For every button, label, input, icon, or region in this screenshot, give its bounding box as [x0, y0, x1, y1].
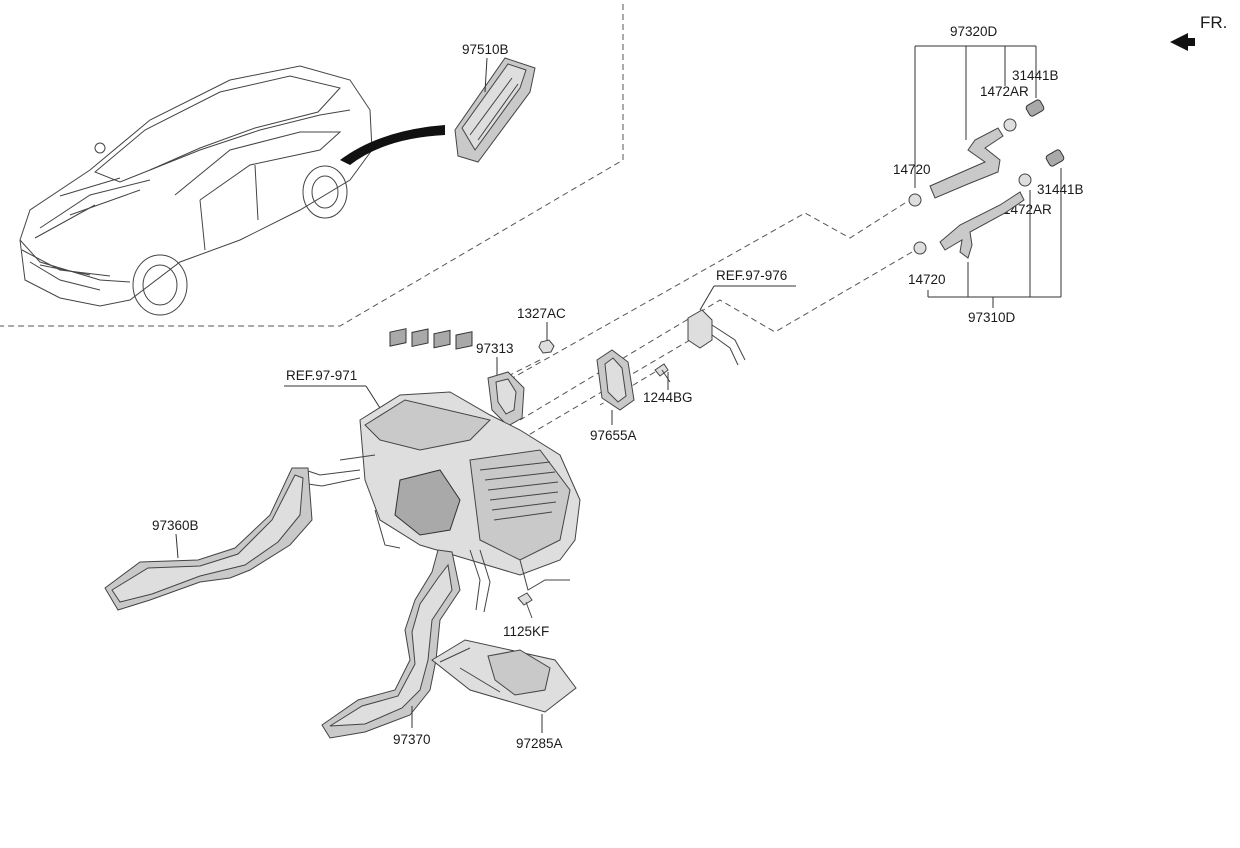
nut-1327AC	[538, 339, 555, 354]
label-97655A: 97655A	[590, 428, 637, 443]
bracket-97310D	[927, 168, 1062, 308]
part-97510B-module	[454, 57, 536, 163]
bolt-1244BG	[654, 363, 671, 383]
leader-97360B	[175, 533, 179, 559]
label-1125KF: 1125KF	[503, 624, 549, 639]
label-97285A: 97285A	[516, 736, 563, 751]
label-1327AC: 1327AC	[517, 306, 566, 321]
ref-97-971-leader	[365, 385, 381, 409]
label-97370: 97370	[393, 732, 431, 747]
fitting-ref-97-976	[687, 309, 746, 366]
duct-97370	[321, 549, 461, 739]
label-ref-97-971: REF.97-971	[286, 368, 357, 383]
front-direction-label: FR.	[1200, 13, 1227, 32]
gasket-97313	[487, 371, 525, 427]
hvac-assembly	[304, 328, 581, 613]
seal-97655A	[596, 349, 635, 411]
label-14720-bottom: 14720	[908, 272, 946, 287]
label-31441B-top: 31441B	[1012, 68, 1059, 83]
duct-97360B	[104, 467, 313, 611]
label-31441B-bottom: 31441B	[1037, 182, 1084, 197]
leader-97510B	[484, 57, 488, 93]
vehicle-inset-frame	[0, 4, 624, 327]
hose-97320D	[908, 99, 1045, 207]
label-1244BG: 1244BG	[643, 390, 693, 405]
hose-97310D	[913, 149, 1065, 259]
label-97510B: 97510B	[462, 42, 509, 57]
label-97313: 97313	[476, 341, 514, 356]
ref-97-976-leader	[699, 285, 715, 311]
front-arrow-icon	[1170, 33, 1195, 51]
label-1472AR-top: 1472AR	[980, 84, 1029, 99]
cover-97285A	[431, 639, 577, 713]
label-97320D: 97320D	[950, 24, 998, 39]
label-ref-97-976: REF.97-976	[716, 268, 787, 283]
vehicle-illustration	[19, 65, 445, 316]
label-97310D: 97310D	[968, 310, 1016, 325]
bolt-1125KF	[517, 592, 533, 619]
label-14720-top: 14720	[893, 162, 931, 177]
bracket-97320D	[914, 45, 1037, 188]
label-97360B: 97360B	[152, 518, 199, 533]
